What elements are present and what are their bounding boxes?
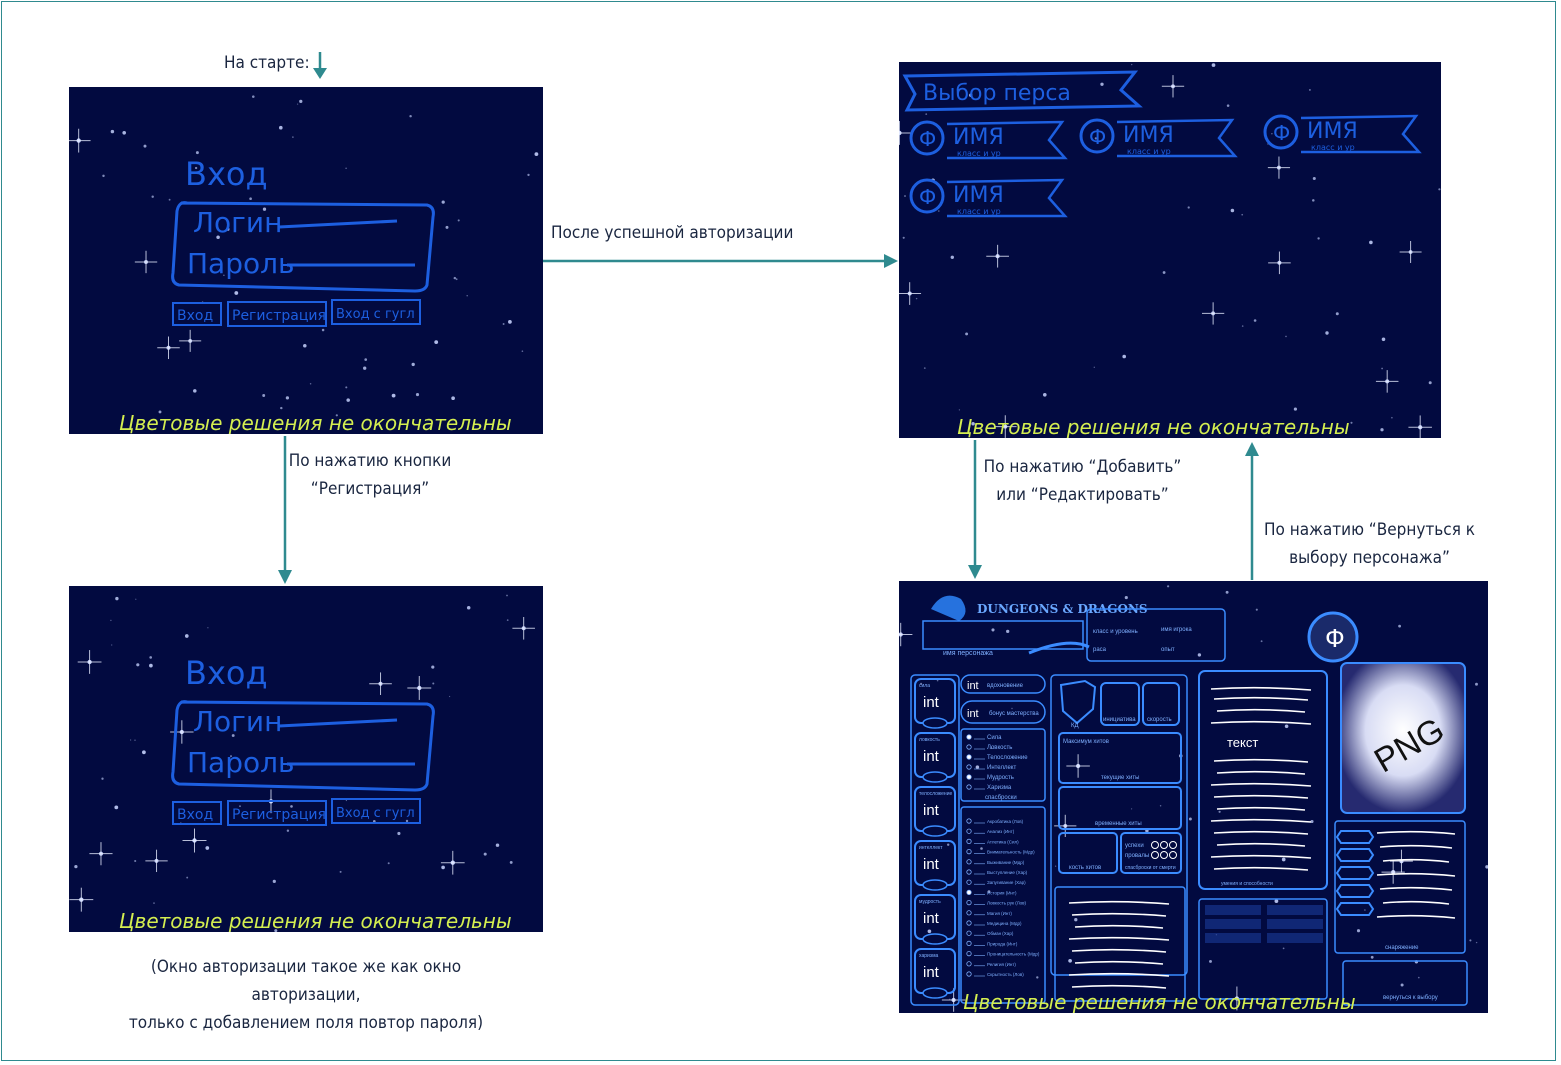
arrow-to-register: [278, 436, 292, 584]
arrow-start: [313, 52, 327, 79]
arrow-to-sheet: [968, 440, 982, 579]
arrow-back-to-select: [1245, 442, 1259, 580]
arrow-after-auth: [543, 254, 898, 268]
